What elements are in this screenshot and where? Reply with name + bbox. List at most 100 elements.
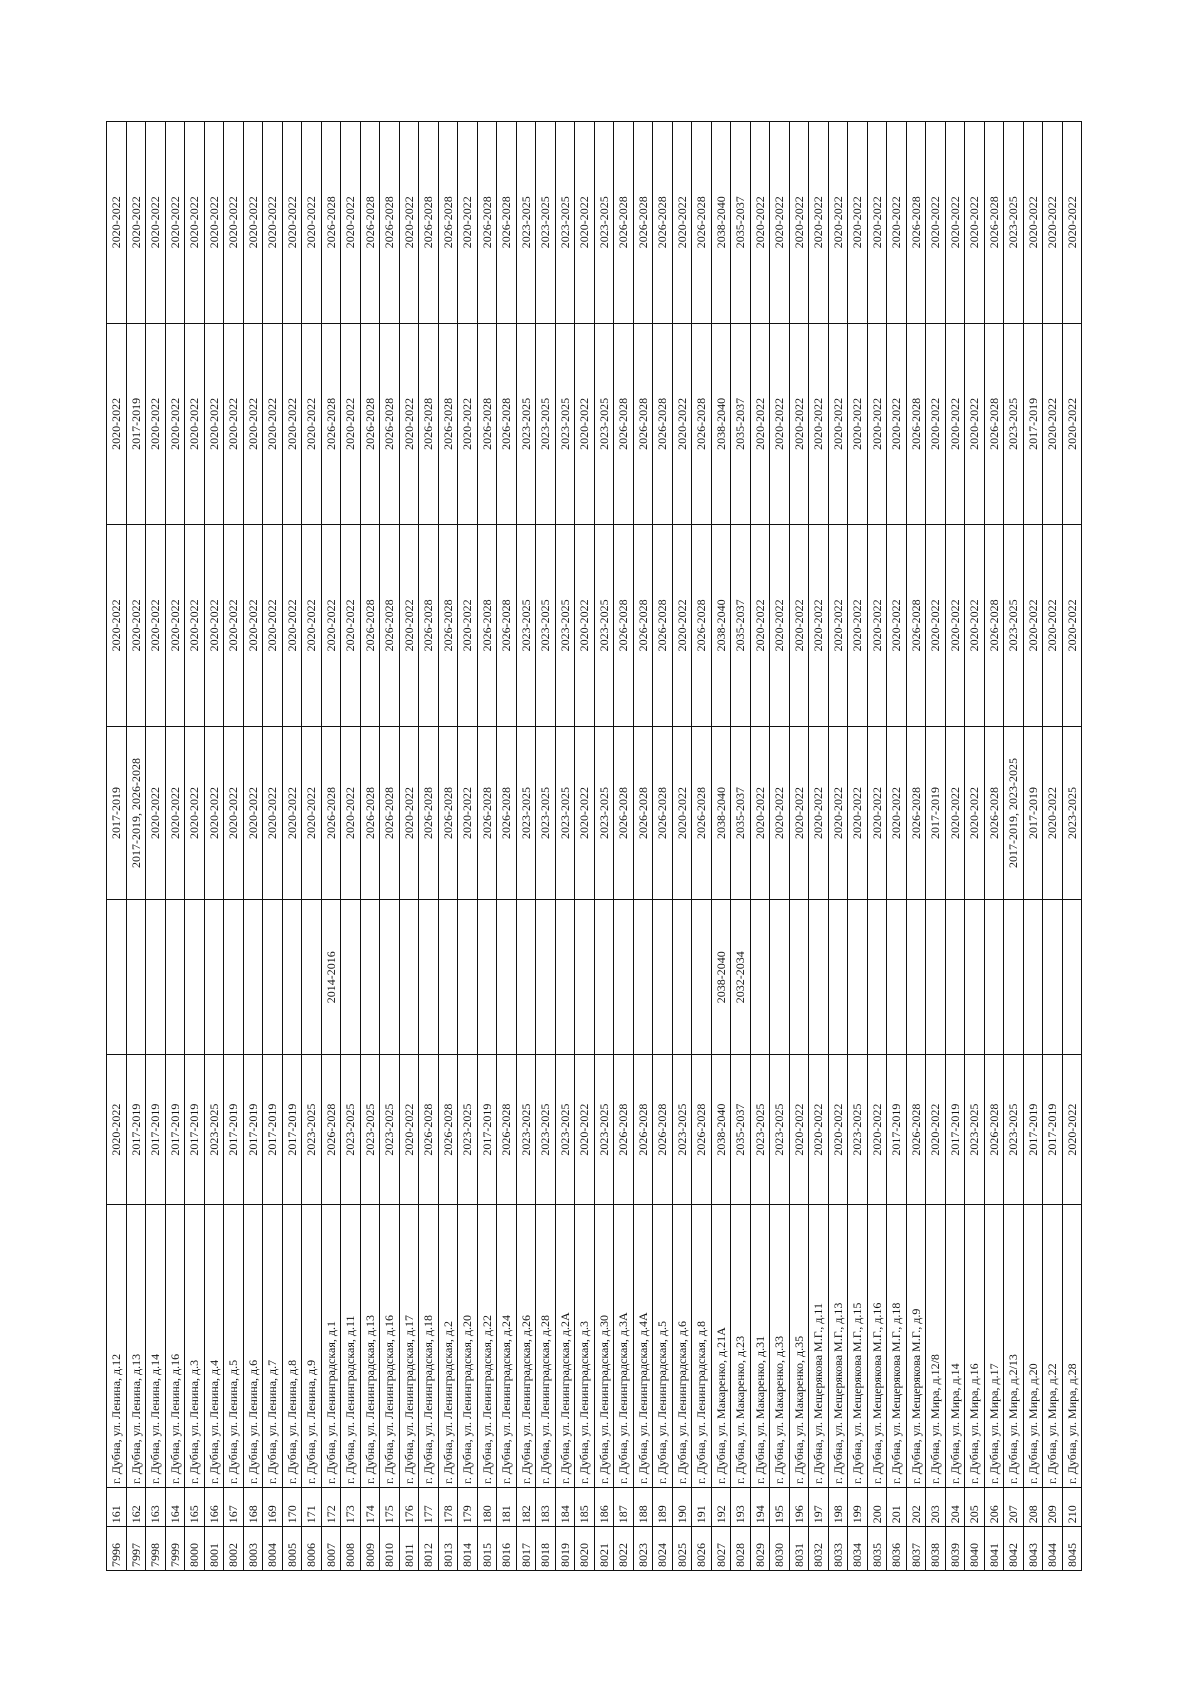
period-cell-5: 2020-2022 [204, 323, 224, 525]
address-cell: г. Дубна, ул. Ленинградская, д.24 [496, 1204, 516, 1488]
row-number-cell: 184 [555, 1487, 575, 1527]
period-cell-4: 2020-2022 [282, 524, 302, 727]
period-cell-6: 2020-2022 [106, 121, 126, 324]
period-cell-4: 2020-2022 [243, 524, 263, 727]
period-cell-1: 2017-2019 [262, 1054, 282, 1205]
period-cell-4: 2020-2022 [204, 524, 224, 727]
period-cell-5: 2020-2022 [282, 323, 302, 525]
period-cell-3: 2026-2028 [633, 726, 653, 900]
period-cell-5: 2020-2022 [145, 323, 165, 525]
period-cell-2 [262, 899, 282, 1055]
period-cell-3: 2020-2022 [340, 726, 360, 900]
period-cell-6: 2023-2025 [555, 121, 575, 324]
period-cell-2 [165, 899, 185, 1055]
period-cell-1: 2023-2025 [555, 1054, 575, 1205]
period-cell-6: 2020-2022 [340, 121, 360, 324]
period-cell-3: 2026-2028 [652, 726, 672, 900]
period-cell-3: 2020-2022 [282, 726, 302, 900]
period-cell-3: 2020-2022 [964, 726, 984, 900]
period-cell-1: 2023-2025 [750, 1054, 770, 1205]
period-cell-4: 2026-2028 [906, 524, 926, 727]
row-index-cell: 8001 [204, 1526, 224, 1571]
row-number-cell: 162 [126, 1487, 146, 1527]
period-cell-3: 2020-2022 [301, 726, 321, 900]
period-cell-2 [867, 899, 887, 1055]
period-cell-6: 2020-2022 [165, 121, 185, 324]
period-cell-3: 2020-2022 [672, 726, 692, 900]
row-number-cell: 161 [106, 1487, 126, 1527]
period-cell-6: 2020-2022 [262, 121, 282, 324]
period-cell-1: 2017-2019 [126, 1054, 146, 1205]
period-cell-4: 2026-2028 [984, 524, 1004, 727]
period-cell-5: 2020-2022 [106, 323, 126, 525]
address-cell: г. Дубна, ул. Ленинградская, д.2 [438, 1204, 458, 1488]
period-cell-4: 2026-2028 [691, 524, 711, 727]
period-cell-5: 2026-2028 [613, 323, 633, 525]
period-cell-5: 2020-2022 [1062, 323, 1082, 525]
period-cell-5: 2020-2022 [867, 323, 887, 525]
address-cell: г. Дубна, ул. Мещерякова М.Г., д.18 [886, 1204, 906, 1488]
row-index-cell: 7998 [145, 1526, 165, 1571]
period-cell-4: 2020-2022 [399, 524, 419, 727]
row-number-cell: 167 [223, 1487, 243, 1527]
address-cell: г. Дубна, ул. Ленина, д.12 [106, 1204, 126, 1488]
period-cell-3: 2026-2028 [360, 726, 380, 900]
period-cell-1: 2026-2028 [652, 1054, 672, 1205]
period-cell-6: 2020-2022 [750, 121, 770, 324]
period-cell-2 [984, 899, 1004, 1055]
period-cell-6: 2020-2022 [672, 121, 692, 324]
period-cell-1: 2020-2022 [106, 1054, 126, 1205]
period-cell-2 [1062, 899, 1082, 1055]
period-cell-1: 2026-2028 [613, 1054, 633, 1205]
period-cell-5: 2017-2019 [126, 323, 146, 525]
period-cell-6: 2020-2022 [769, 121, 789, 324]
row-index-cell: 8037 [906, 1526, 926, 1571]
period-cell-6: 2020-2022 [301, 121, 321, 324]
period-cell-1: 2017-2019 [945, 1054, 965, 1205]
row-index-cell: 8005 [282, 1526, 302, 1571]
period-cell-5: 2020-2022 [574, 323, 594, 525]
period-cell-3: 2020-2022 [789, 726, 809, 900]
period-cell-1: 2017-2019 [1042, 1054, 1062, 1205]
period-cell-4: 2020-2022 [769, 524, 789, 727]
period-cell-4: 2020-2022 [886, 524, 906, 727]
row-index-cell: 8024 [652, 1526, 672, 1571]
period-cell-1: 2020-2022 [925, 1054, 945, 1205]
period-cell-2 [126, 899, 146, 1055]
period-cell-2 [925, 899, 945, 1055]
period-cell-2 [106, 899, 126, 1055]
address-cell: г. Дубна, ул. Ленинградская, д.13 [360, 1204, 380, 1488]
row-index-cell: 8041 [984, 1526, 1004, 1571]
address-cell: г. Дубна, ул. Макаренко, д.21А [711, 1204, 731, 1488]
period-cell-5: 2026-2028 [633, 323, 653, 525]
period-cell-5: 2020-2022 [886, 323, 906, 525]
period-cell-6: 2026-2028 [321, 121, 341, 324]
address-cell: г. Дубна, ул. Мира, д.20 [1023, 1204, 1043, 1488]
period-cell-1: 2023-2025 [301, 1054, 321, 1205]
row-index-cell: 8023 [633, 1526, 653, 1571]
period-cell-2 [516, 899, 536, 1055]
row-number-cell: 187 [613, 1487, 633, 1527]
period-cell-1: 2023-2025 [594, 1054, 614, 1205]
row-index-cell: 8045 [1062, 1526, 1082, 1571]
period-cell-5: 2017-2019 [1023, 323, 1043, 525]
period-cell-5: 2020-2022 [243, 323, 263, 525]
address-cell: г. Дубна, ул. Ленина, д.13 [126, 1204, 146, 1488]
period-cell-3: 2020-2022 [204, 726, 224, 900]
row-index-cell: 8030 [769, 1526, 789, 1571]
period-cell-4: 2023-2025 [555, 524, 575, 727]
address-cell: г. Дубна, ул. Ленина, д.7 [262, 1204, 282, 1488]
period-cell-2 [633, 899, 653, 1055]
address-cell: г. Дубна, ул. Мира, д.17 [984, 1204, 1004, 1488]
period-cell-6: 2026-2028 [691, 121, 711, 324]
period-cell-5: 2020-2022 [964, 323, 984, 525]
